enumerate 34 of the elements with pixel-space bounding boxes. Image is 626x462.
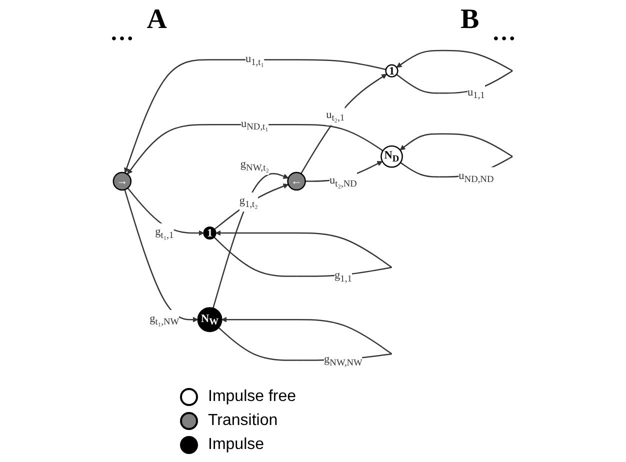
section-letter: A bbox=[146, 4, 167, 36]
legend-label: Transition bbox=[208, 412, 278, 430]
arrow bbox=[396, 50, 513, 94]
ellipsis: … bbox=[492, 20, 516, 47]
edge-label: g$_{NW,NW}$ bbox=[324, 352, 362, 368]
arrow bbox=[124, 189, 198, 322]
arrow bbox=[127, 188, 204, 236]
edge-label: u$_{ND,ND}$ bbox=[458, 169, 494, 184]
legend-label: Impulse free bbox=[208, 388, 296, 406]
node-circle: N$_{W}$ bbox=[197, 307, 222, 332]
node-circle: N$_{D}$ bbox=[380, 145, 403, 168]
edge-label: u$_{1,t₁}$ bbox=[245, 52, 264, 68]
edge-label: u$_{1,1}$ bbox=[468, 85, 485, 101]
arrow bbox=[124, 59, 386, 174]
arrow bbox=[214, 230, 392, 277]
node-circle: → bbox=[112, 172, 132, 191]
node-circle: ← bbox=[287, 172, 306, 191]
edge-label: g$_{1,t₂}$ bbox=[239, 194, 258, 210]
edge-label: g$_{NW,t₂}$ bbox=[240, 157, 270, 173]
edge-label: u$_{ND,t₁}$ bbox=[241, 116, 268, 132]
section-letter: B bbox=[460, 4, 480, 36]
edge-label: g$_{t₁,1}$ bbox=[155, 225, 174, 241]
node-circle: 1 bbox=[203, 226, 216, 240]
edge-label: g$_{1,1}$ bbox=[334, 268, 352, 284]
arrow bbox=[212, 173, 289, 308]
node-circle: 1 bbox=[385, 64, 398, 78]
edge-label: g$_{t₁,NW}$ bbox=[150, 312, 180, 328]
ellipsis: … bbox=[110, 20, 134, 47]
legend-label: Impulse bbox=[208, 436, 264, 454]
arrow bbox=[214, 184, 289, 230]
arrow bbox=[127, 124, 384, 174]
arrow bbox=[300, 74, 388, 174]
edge-label: u$_{t₂,ND}$ bbox=[330, 173, 357, 189]
edge-label: u$_{t₂,1}$ bbox=[326, 108, 345, 124]
